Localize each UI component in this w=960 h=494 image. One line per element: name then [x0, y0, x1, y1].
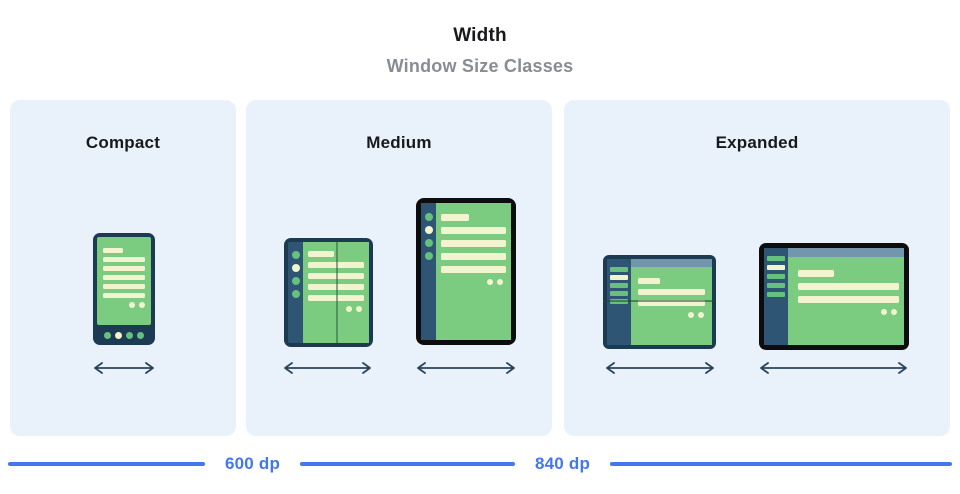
tablet-screen	[436, 203, 511, 340]
menu-line-icon	[610, 291, 628, 296]
dot-icon	[139, 302, 145, 308]
rail-dot-icon	[291, 290, 300, 298]
content-line	[441, 240, 506, 247]
content-line	[103, 284, 145, 289]
nav-rail	[421, 203, 436, 340]
foldable-screen	[303, 242, 369, 343]
rail-dot-icon	[424, 213, 433, 221]
diagram-header: Width Window Size Classes	[0, 25, 960, 77]
phone-illustration	[93, 233, 155, 345]
content-line	[103, 293, 145, 298]
menu-line-icon	[767, 283, 785, 288]
nav-dot-icon	[137, 331, 144, 339]
width-arrow-icon	[284, 362, 371, 374]
nav-drawer	[764, 248, 788, 345]
rail-dot-icon	[291, 264, 300, 272]
dot-icon	[497, 279, 503, 285]
action-dots	[638, 312, 705, 318]
rail-dot-icon	[291, 277, 300, 285]
ruler-label-600dp: 600 dp	[224, 454, 281, 473]
content-line	[103, 257, 145, 262]
tablet-portrait-illustration	[416, 198, 516, 345]
menu-line-icon	[610, 275, 628, 280]
app-bar	[631, 259, 712, 267]
menu-line-icon	[610, 267, 628, 272]
phone-screen	[97, 237, 151, 325]
action-dots	[798, 309, 899, 315]
action-dots	[441, 279, 506, 285]
width-arrow-icon	[606, 362, 714, 374]
foldable-landscape-illustration	[603, 255, 716, 349]
dot-icon	[698, 312, 704, 318]
content-line	[441, 266, 506, 273]
panel-medium-label: Medium	[366, 133, 432, 152]
nav-dot-icon	[126, 331, 133, 339]
nav-drawer	[607, 259, 631, 345]
dot-icon	[881, 309, 887, 315]
panel-compact: Compact	[10, 100, 236, 436]
screen-content	[788, 257, 904, 315]
dot-icon	[356, 306, 362, 312]
content-line	[103, 248, 123, 253]
dot-icon	[129, 302, 135, 308]
menu-line-icon	[610, 299, 628, 304]
rail-dot-icon	[424, 252, 433, 260]
content-line	[308, 295, 364, 301]
rail-dot-icon	[424, 239, 433, 247]
nav-rail	[288, 242, 303, 343]
menu-line-icon	[767, 265, 785, 270]
app-bar	[788, 248, 904, 257]
content-line	[103, 266, 145, 271]
panel-expanded-label: Expanded	[715, 133, 799, 152]
ruler-line-segment	[8, 462, 205, 466]
page-title: Width	[453, 25, 507, 46]
action-dots	[103, 302, 145, 308]
menu-line-icon	[610, 283, 628, 288]
menu-line-icon	[767, 274, 785, 279]
nav-dot-icon	[115, 331, 122, 339]
dot-icon	[891, 309, 897, 315]
content-line	[798, 270, 834, 277]
page-subtitle: Window Size Classes	[386, 56, 574, 76]
width-arrow-icon	[94, 362, 154, 374]
device-screen	[631, 259, 712, 345]
device-screen	[788, 248, 904, 345]
content-line	[308, 262, 364, 268]
action-dots	[308, 306, 364, 312]
rail-dot-icon	[424, 226, 433, 234]
content-line	[308, 284, 364, 290]
content-line	[441, 214, 469, 221]
width-arrow-icon	[760, 362, 907, 374]
content-line	[798, 283, 899, 290]
ruler-label-840dp: 840 dp	[534, 454, 591, 473]
phone-nav-bar	[97, 325, 151, 345]
menu-line-icon	[767, 292, 785, 297]
ruler-line-segment	[610, 462, 952, 466]
panel-medium: Medium	[246, 100, 552, 436]
rail-dot-icon	[291, 251, 300, 259]
panel-expanded: Expanded	[564, 100, 950, 436]
dot-icon	[688, 312, 694, 318]
content-line	[638, 300, 705, 306]
content-line	[638, 278, 660, 284]
nav-dot-icon	[104, 331, 111, 339]
dot-icon	[487, 279, 493, 285]
content-line	[441, 253, 506, 260]
content-line	[103, 275, 145, 280]
content-line	[441, 227, 506, 234]
panel-compact-label: Compact	[85, 133, 161, 152]
width-arrow-icon	[417, 362, 515, 374]
tablet-landscape-illustration	[759, 243, 909, 350]
content-line	[308, 273, 364, 279]
ruler-line-segment	[300, 462, 515, 466]
menu-line-icon	[767, 256, 785, 261]
foldable-illustration	[284, 238, 373, 347]
dot-icon	[346, 306, 352, 312]
screen-content	[631, 267, 712, 318]
content-line	[798, 296, 899, 303]
content-line	[638, 289, 705, 295]
content-line	[308, 251, 334, 257]
